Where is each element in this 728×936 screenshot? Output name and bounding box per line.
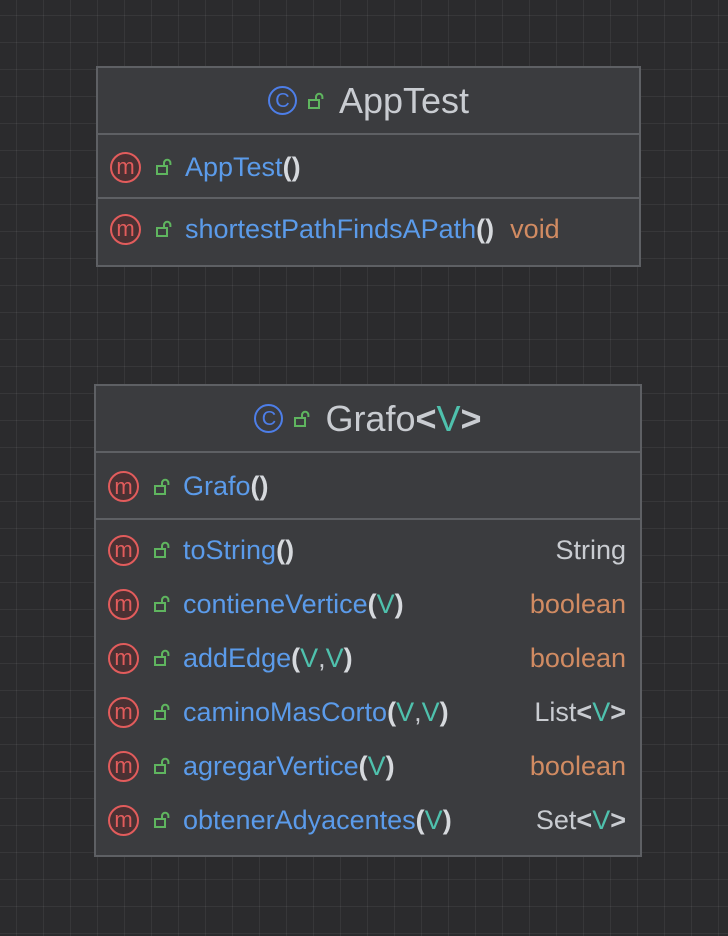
class-c-icon: C <box>254 404 284 433</box>
method-name: shortestPathFindsAPath <box>185 213 477 244</box>
return-type: boolean <box>529 750 626 781</box>
unlocked-public-icon <box>307 92 325 110</box>
member-row[interactable]: m obtenerAdyacentes(V) Set<V> <box>96 793 640 847</box>
param-type: V <box>325 642 344 673</box>
close-paren: ) <box>485 213 495 244</box>
uml-class-apptest[interactable]: C AppTest m AppTest() m shortestPathFind… <box>96 66 641 267</box>
return-type: boolean <box>529 642 626 673</box>
class-title: Grafo<V> <box>325 398 481 440</box>
unlocked-public-icon <box>293 410 311 428</box>
method-name: addEdge <box>183 642 292 673</box>
class-header: C Grafo<V> <box>96 386 640 453</box>
member-row[interactable]: m contieneVertice(V) boolean <box>96 577 640 631</box>
type-parameter: V <box>592 804 611 835</box>
class-title: AppTest <box>338 79 470 121</box>
methods-section: m toString() String m contieneVertice(V)… <box>96 520 640 847</box>
method-name: AppTest <box>185 151 283 182</box>
close-angle: > <box>610 804 626 835</box>
unlocked-public-icon <box>153 595 171 613</box>
close-paren: ) <box>291 151 301 182</box>
methods-section: m shortestPathFindsAPath() void <box>98 199 639 259</box>
open-angle: < <box>415 397 437 439</box>
open-paren: ( <box>367 588 377 619</box>
close-paren: ) <box>285 534 295 565</box>
close-paren: ) <box>385 750 395 781</box>
open-paren: ( <box>476 213 486 244</box>
method-m-icon: m <box>110 213 141 245</box>
param-type: V <box>424 804 443 835</box>
open-angle: < <box>576 696 593 727</box>
close-paren: ) <box>394 588 404 619</box>
param-type: V <box>421 696 440 727</box>
unlocked-public-icon <box>153 541 171 559</box>
member-row[interactable]: m caminoMasCorto(V, V) List<V> <box>96 685 640 739</box>
unlocked-public-icon <box>153 703 171 721</box>
method-m-icon: m <box>110 151 141 183</box>
class-header: C AppTest <box>98 68 639 135</box>
method-m-icon: m <box>108 534 139 566</box>
method-name: caminoMasCorto <box>183 696 388 727</box>
class-name: Grafo <box>325 397 416 439</box>
return-type: boolean <box>529 588 626 619</box>
return-type: List<V> <box>518 697 626 728</box>
method-name: toString <box>183 534 277 565</box>
open-paren: ( <box>276 534 286 565</box>
method-name: agregarVertice <box>183 750 359 781</box>
member-row[interactable]: m agregarVertice(V) boolean <box>96 739 640 793</box>
unlocked-public-icon <box>155 158 173 176</box>
member-row[interactable]: m toString() String <box>96 523 640 577</box>
param-type: V <box>396 696 415 727</box>
param-type: V <box>367 750 386 781</box>
member-row[interactable]: m shortestPathFindsAPath() void <box>98 199 639 259</box>
type-parameter: V <box>592 696 611 727</box>
constructors-section: m AppTest() <box>98 135 639 199</box>
unlocked-public-icon <box>153 478 171 496</box>
param-type: V <box>300 642 319 673</box>
unlocked-public-icon <box>153 757 171 775</box>
close-paren: ) <box>343 642 353 673</box>
uml-class-grafo[interactable]: C Grafo<V> m Grafo() m toString() String… <box>94 384 642 857</box>
type-parameter: V <box>436 397 461 439</box>
open-paren: ( <box>358 750 368 781</box>
return-type-name: List <box>534 696 577 727</box>
return-type-name: Set <box>535 804 577 835</box>
method-m-icon: m <box>108 471 139 502</box>
open-paren: ( <box>250 471 260 501</box>
close-paren: ) <box>442 804 452 835</box>
open-paren: ( <box>291 642 301 673</box>
method-name: contieneVertice <box>183 588 368 619</box>
close-paren: ) <box>259 471 269 501</box>
method-m-icon: m <box>108 750 139 782</box>
method-name: Grafo <box>183 471 251 501</box>
open-angle: < <box>576 804 593 835</box>
method-name: obtenerAdyacentes <box>183 804 416 835</box>
return-type: void <box>510 213 560 244</box>
close-paren: ) <box>439 696 449 727</box>
method-m-icon: m <box>108 642 139 674</box>
unlocked-public-icon <box>153 811 171 829</box>
open-paren: ( <box>415 804 425 835</box>
param-separator: , <box>318 642 326 673</box>
return-type: Set<V> <box>520 805 626 836</box>
unlocked-public-icon <box>155 220 173 238</box>
param-type: V <box>376 588 395 619</box>
close-angle: > <box>460 397 482 439</box>
member-row[interactable]: m Grafo() <box>96 455 640 518</box>
member-row[interactable]: m AppTest() <box>98 137 639 197</box>
method-m-icon: m <box>108 588 139 620</box>
param-separator: , <box>414 696 422 727</box>
class-c-icon: C <box>267 86 297 115</box>
constructors-section: m Grafo() <box>96 453 640 520</box>
method-m-icon: m <box>108 804 139 836</box>
member-row[interactable]: m addEdge(V, V) boolean <box>96 631 640 685</box>
method-m-icon: m <box>108 696 139 728</box>
return-type: String <box>555 534 626 565</box>
unlocked-public-icon <box>153 649 171 667</box>
open-paren: ( <box>387 696 397 727</box>
close-angle: > <box>610 696 626 727</box>
open-paren: ( <box>282 151 292 182</box>
